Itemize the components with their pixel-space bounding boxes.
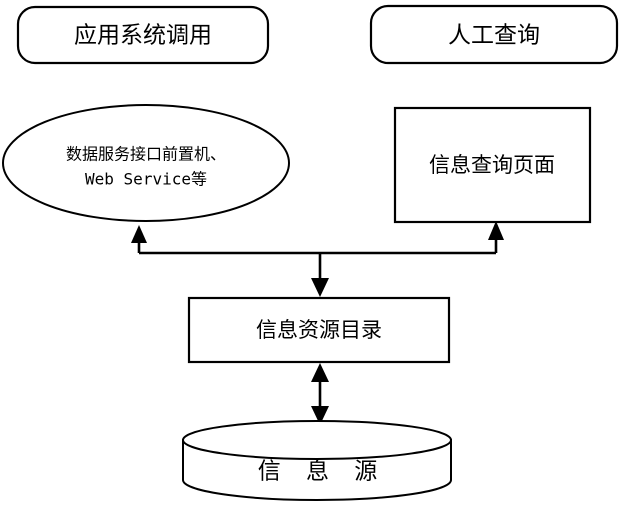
app-call-label: 应用系统调用	[74, 23, 212, 49]
manual-query-label: 人工查询	[448, 23, 540, 49]
connector-catalog-to-source	[311, 363, 329, 425]
node-manual-query[interactable]: 人工查询	[369, 4, 619, 65]
arrowhead-down-source	[311, 406, 329, 425]
arrowhead-up-left	[131, 225, 147, 243]
node-resource-catalog[interactable]: 信息资源目录	[187, 296, 451, 364]
data-service-shape	[2, 104, 290, 222]
arrowhead-down-center	[311, 278, 329, 297]
arrowhead-up-right	[488, 221, 504, 240]
connector-bus-to-catalog	[311, 253, 329, 297]
arrowhead-up-source	[311, 363, 329, 382]
node-data-service[interactable]: 数据服务接口前置机、 Web Service等	[2, 104, 290, 222]
resource-catalog-shape	[187, 296, 451, 364]
query-page-label: 信息查询页面	[429, 153, 555, 177]
connector-catalog-to-query-page	[488, 221, 504, 253]
node-query-page[interactable]: 信息查询页面	[393, 106, 592, 224]
information-source-label: 信 息 源	[258, 459, 387, 485]
node-app-call[interactable]: 应用系统调用	[16, 5, 270, 65]
resource-catalog-label: 信息资源目录	[256, 318, 382, 342]
node-information-source[interactable]: 信 息 源	[182, 420, 452, 501]
data-service-label-line1: 数据服务接口前置机、	[66, 145, 226, 164]
data-service-label-line2: Web Service等	[85, 170, 207, 189]
connector-catalog-to-data-service	[131, 225, 147, 253]
query-page-shape	[393, 106, 592, 224]
manual-query-shape	[369, 4, 619, 65]
information-source-top	[182, 420, 452, 460]
app-call-shape	[16, 5, 270, 65]
